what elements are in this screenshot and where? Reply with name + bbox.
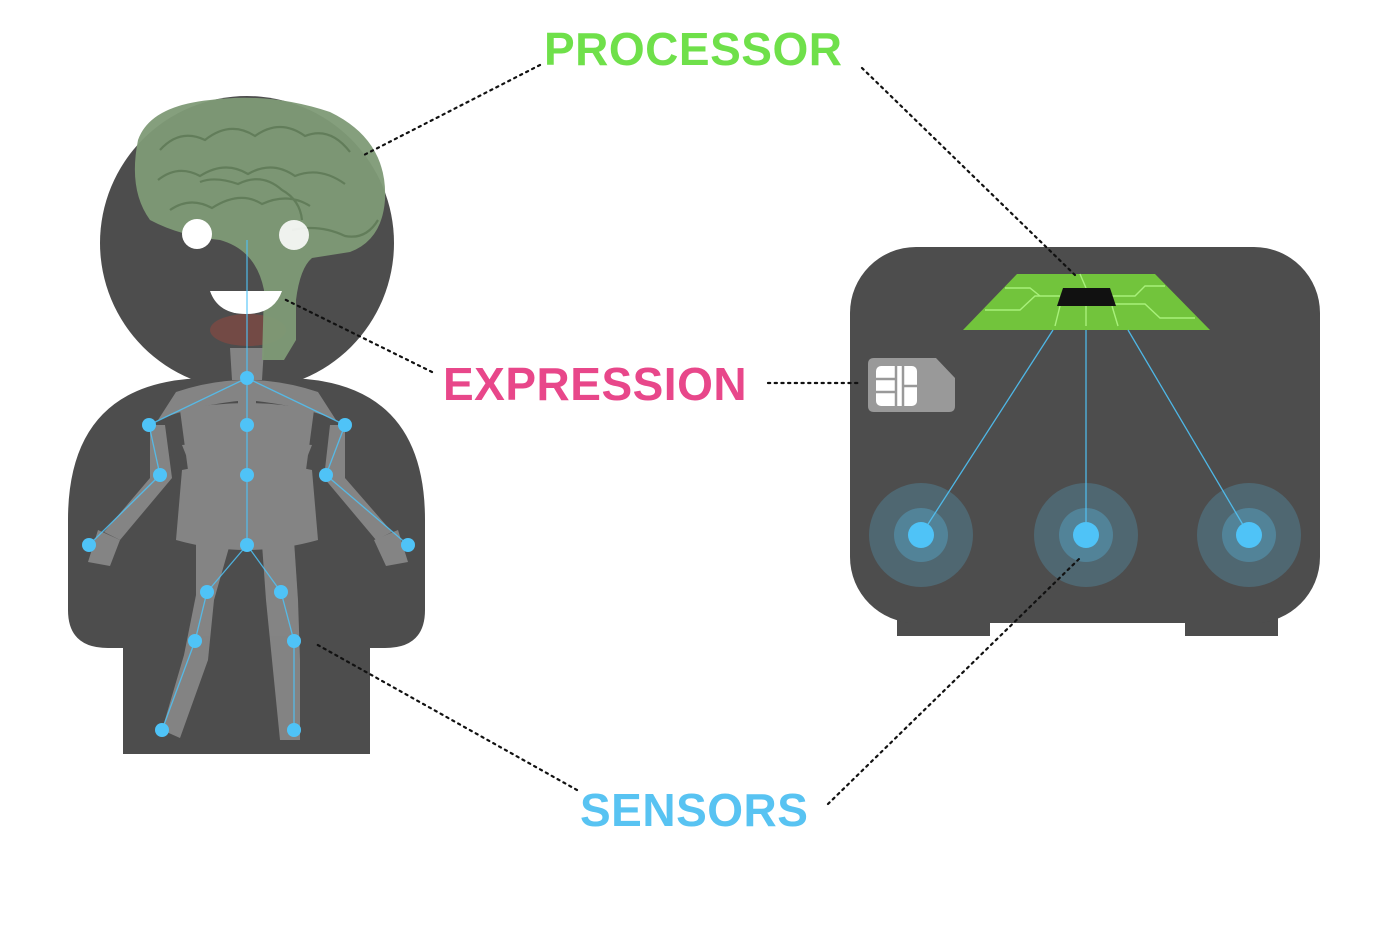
- device-icon: [850, 247, 1320, 636]
- joint-right-elbow: [319, 468, 333, 482]
- joint-left-elbow: [153, 468, 167, 482]
- joint-spine: [240, 468, 254, 482]
- expression-label: EXPRESSION: [443, 358, 748, 410]
- joint-right-hand: [401, 538, 415, 552]
- right-eye: [279, 220, 309, 250]
- joint-right-knee: [287, 634, 301, 648]
- connector-sensors-device: [826, 557, 1081, 806]
- sensor-wires: [920, 329, 1250, 536]
- joint-left-hip: [200, 585, 214, 599]
- joint-right-shoulder: [338, 418, 352, 432]
- chip-icon: [1057, 288, 1116, 306]
- connector-expression-mouth: [280, 296, 434, 374]
- smile-mouth: [210, 291, 282, 314]
- device-body: [850, 247, 1320, 623]
- joint-right-foot: [287, 723, 301, 737]
- connector-lines: [280, 63, 1081, 806]
- sim-card-icon: [868, 358, 955, 412]
- joint-chest: [240, 418, 254, 432]
- left-eye: [182, 219, 212, 249]
- device-sensor-center: [1034, 483, 1138, 587]
- connector-sensors-body: [314, 642, 579, 792]
- skeleton-links: [88, 240, 409, 731]
- joint-right-hip: [274, 585, 288, 599]
- brain-icon: [134, 97, 386, 360]
- device-sensor-left: [869, 483, 973, 587]
- joint-pelvis: [240, 538, 254, 552]
- processor-label: PROCESSOR: [544, 23, 843, 75]
- connector-processor-chip: [860, 66, 1079, 279]
- joint-left-knee: [188, 634, 202, 648]
- joint-left-foot: [155, 723, 169, 737]
- joint-left-hand: [82, 538, 96, 552]
- sensor-icon: [82, 371, 415, 737]
- joint-neck: [240, 371, 254, 385]
- joint-left-shoulder: [142, 418, 156, 432]
- device-sensor-right: [1197, 483, 1301, 587]
- connector-processor-brain: [360, 63, 542, 158]
- sensors-label: SENSORS: [580, 784, 809, 836]
